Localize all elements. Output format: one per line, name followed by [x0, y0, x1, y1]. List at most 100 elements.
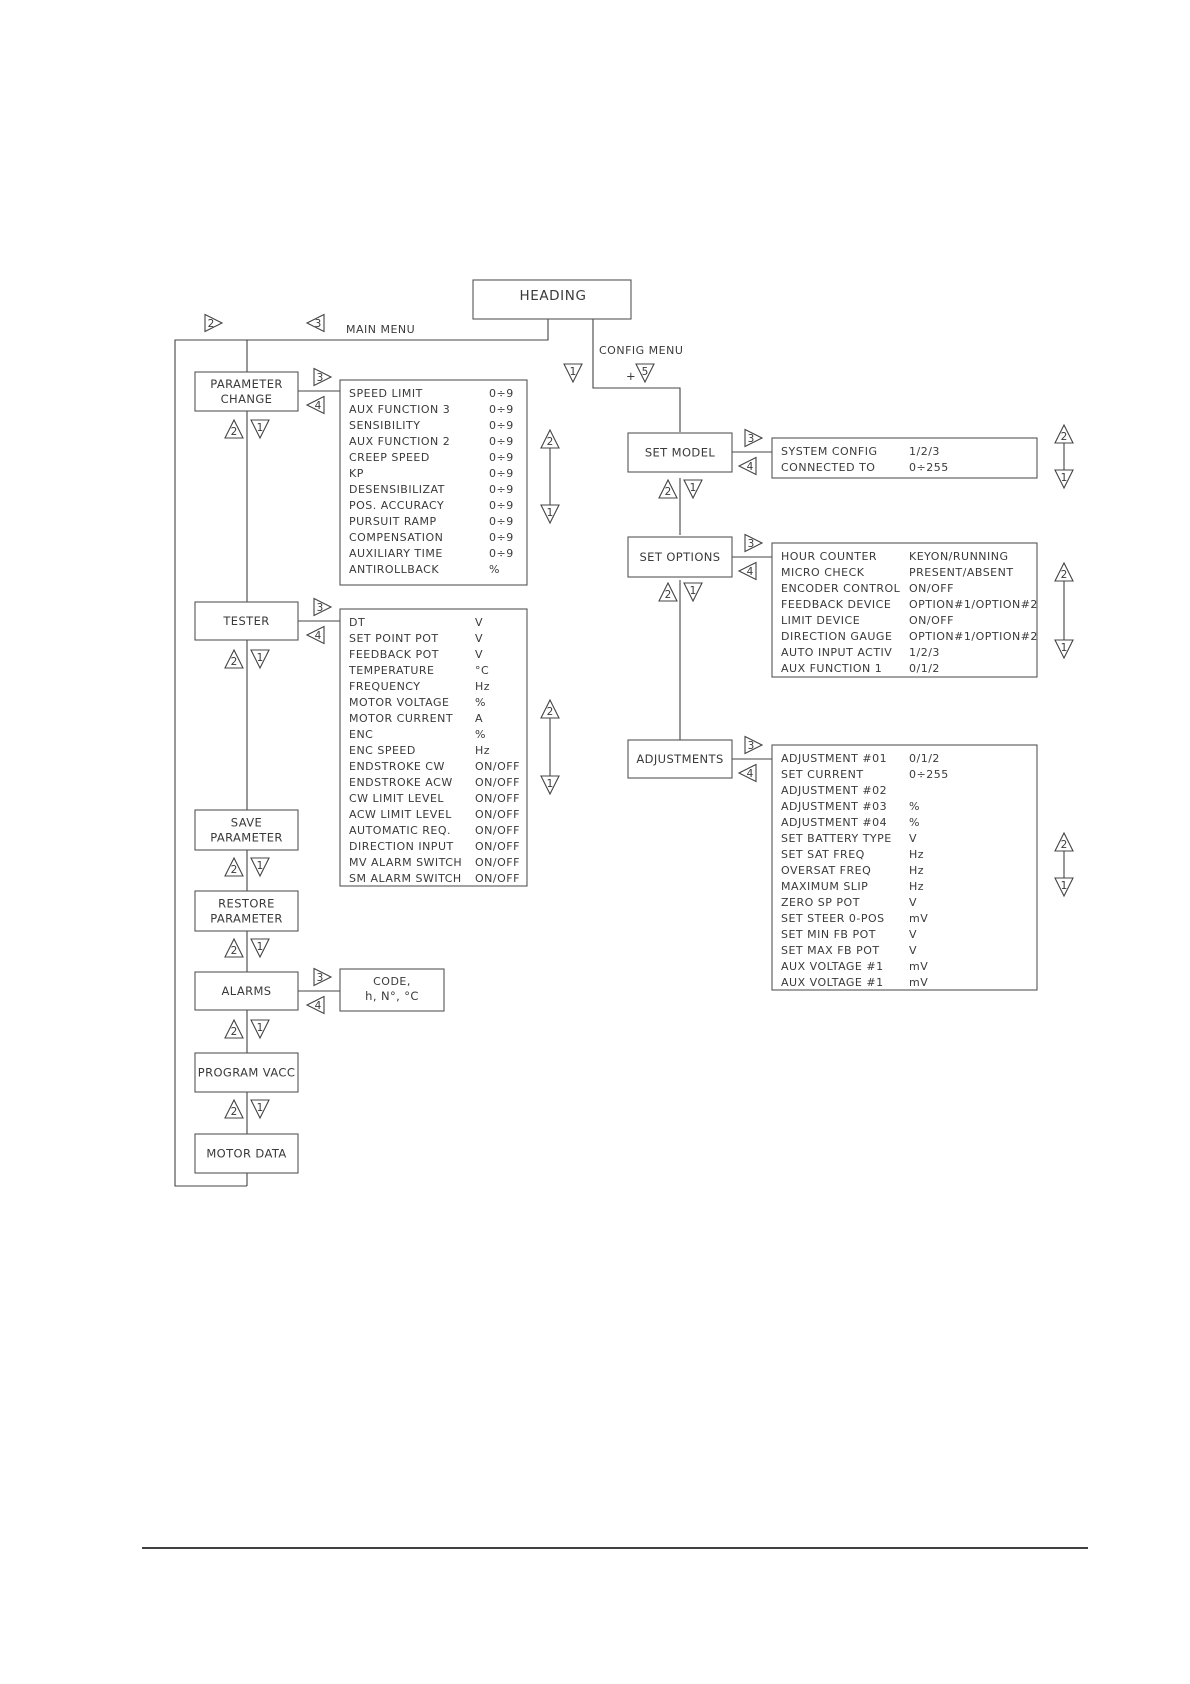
tester-list-row-value: °C [475, 664, 489, 677]
adjustments-list-row-value: V [909, 928, 917, 941]
adjustments-list-row-value: % [909, 816, 920, 829]
tester-list-row-name: FREQUENCY [349, 680, 421, 693]
set-options-list-row-name: ENCODER CONTROL [781, 582, 901, 595]
key-number: 2 [1061, 431, 1068, 443]
key-right-triangle-icon [744, 533, 764, 553]
key-left-triangle-icon [737, 561, 757, 581]
set-model-list [771, 437, 1038, 479]
tester-list-row-name: ENC SPEED [349, 744, 416, 757]
key-number: 1 [257, 1022, 264, 1034]
tester-list-row-name: TEMPERATURE [348, 664, 434, 677]
alarms-node [194, 971, 299, 1011]
parameter-change-list-row-value: 0÷9 [489, 419, 514, 432]
key-down-triangle-icon [540, 775, 560, 796]
adjustments-list-row-value: % [909, 800, 920, 813]
key-number: 3 [748, 433, 755, 445]
save-parameter-node-label: SAVE [231, 816, 262, 830]
tester-list-row-name: AUTOMATIC REQ. [349, 824, 451, 837]
set-model-node [627, 432, 733, 473]
restore-parameter-node-label: RESTORE [218, 897, 275, 911]
adjustments-list-row-name: ZERO SP POT [781, 896, 860, 909]
parameter-change-list-row-name: SPEED LIMIT [349, 387, 423, 400]
key-up-triangle-icon [224, 418, 244, 439]
tester-list-row-value: ON/OFF [475, 792, 520, 805]
connector-lines [174, 319, 1065, 1187]
set-options-list-row-value: 1/2/3 [909, 646, 940, 659]
key-number: 3 [315, 318, 322, 330]
key-number: 2 [231, 945, 238, 957]
parameter-change-list-row-name: POS. ACCURACY [349, 499, 444, 512]
tester-list-row-value: ON/OFF [475, 776, 520, 789]
alarms-node-label: ALARMS [221, 984, 271, 998]
key-down-triangle-icon [250, 1099, 270, 1120]
config-menu-line [592, 319, 681, 432]
parameter-change-list-row-value: 0÷9 [489, 515, 514, 528]
key-number: 3 [317, 602, 324, 614]
restore-parameter-node-label: PARAMETER [210, 912, 283, 926]
tester-list-row-name: CW LIMIT LEVEL [349, 792, 444, 805]
parameter-change-list-row-name: DESENSIBILIZAT [349, 483, 445, 496]
parameter-change-list-row-value: 0÷9 [489, 531, 514, 544]
parameter-change-list-row-name: ANTIROLLBACK [349, 563, 439, 576]
program-vacc-node [194, 1052, 299, 1093]
key-up-triangle-icon [540, 428, 560, 449]
key-down-triangle-icon [250, 1019, 270, 1040]
tester-list-row-name: ACW LIMIT LEVEL [349, 808, 452, 821]
heading-label: HEADING [519, 288, 586, 304]
key-number: 2 [547, 436, 554, 448]
key-up-triangle-icon [1054, 831, 1074, 852]
key-right-triangle-icon [744, 428, 764, 448]
set-model-list-row-name: CONNECTED TO [781, 461, 875, 474]
adjustments-list-row-name: SET MIN FB POT [781, 928, 876, 941]
key-left-triangle-icon [737, 763, 757, 783]
tester-list-row-name: MOTOR CURRENT [349, 712, 453, 725]
tester-list-row-value: A [475, 712, 483, 725]
restore-parameter-node [194, 890, 299, 932]
parameter-change-list-row-name: AUX FUNCTION 3 [349, 403, 450, 416]
key-down-triangle-icon [683, 479, 703, 500]
adjustments-list-row-name: SET SAT FREQ [781, 848, 865, 861]
key-number: 2 [231, 864, 238, 876]
set-options-list-row-name: MICRO CHECK [781, 566, 865, 579]
set-options-list-row-value: OPTION#1/OPTION#2 [909, 630, 1038, 643]
key-right-triangle-icon [313, 367, 333, 387]
key-up-triangle-icon [224, 1098, 244, 1119]
adjustments-list-row-name: SET CURRENT [781, 768, 864, 781]
set-options-list-row-name: FEEDBACK DEVICE [781, 598, 891, 611]
parameter-change-list-row-value: 0÷9 [489, 403, 514, 416]
key-right-triangle-icon [313, 967, 333, 987]
adjustments-list-row-value: Hz [909, 864, 924, 877]
adjustments-list-row-name: AUX VOLTAGE #1 [781, 976, 884, 989]
key-number: 2 [231, 656, 238, 668]
parameter-change-list-row-value: 0÷9 [489, 547, 514, 560]
parameter-change-list-row-name: AUX FUNCTION 2 [349, 435, 450, 448]
key-number: 2 [231, 426, 238, 438]
adjustments-list-row-value: mV [909, 912, 928, 925]
key-number: 5 [642, 366, 649, 378]
adjustments-list-row-value: V [909, 944, 917, 957]
set-options-list-row-value: PRESENT/ABSENT [909, 566, 1014, 579]
parameter-change-list-row-value: % [489, 563, 500, 576]
tester-list-row-name: DT [349, 616, 365, 629]
adjustments-list-row-name: OVERSAT FREQ [781, 864, 871, 877]
key-number: 4 [747, 461, 754, 473]
key-right-triangle-icon [313, 597, 333, 617]
tester-list-row-name: ENDSTROKE CW [349, 760, 445, 773]
adjustments-list-row-value: Hz [909, 880, 924, 893]
adjustments-list-row-name: ADJUSTMENT #02 [781, 784, 887, 797]
key-down-triangle-icon [250, 857, 270, 878]
set-options-list-row-value: 0/1/2 [909, 662, 940, 675]
key-up-triangle-icon [1054, 561, 1074, 582]
main-menu-loop-line [174, 319, 549, 1187]
tester-node-label: TESTER [222, 614, 269, 628]
parameter-change-list-row-name: KP [349, 467, 364, 480]
adjustments-list-row-value: mV [909, 960, 928, 973]
key-left-triangle-icon [305, 395, 325, 415]
key-number: 4 [747, 768, 754, 780]
key-number: 1 [257, 941, 264, 953]
adjustments-list-row-name: MAXIMUM SLIP [781, 880, 868, 893]
key-down-triangle-icon [635, 363, 655, 384]
key-number: 1 [1061, 642, 1068, 654]
key-number: 1 [547, 507, 554, 519]
key-down-triangle-icon [1054, 469, 1074, 490]
